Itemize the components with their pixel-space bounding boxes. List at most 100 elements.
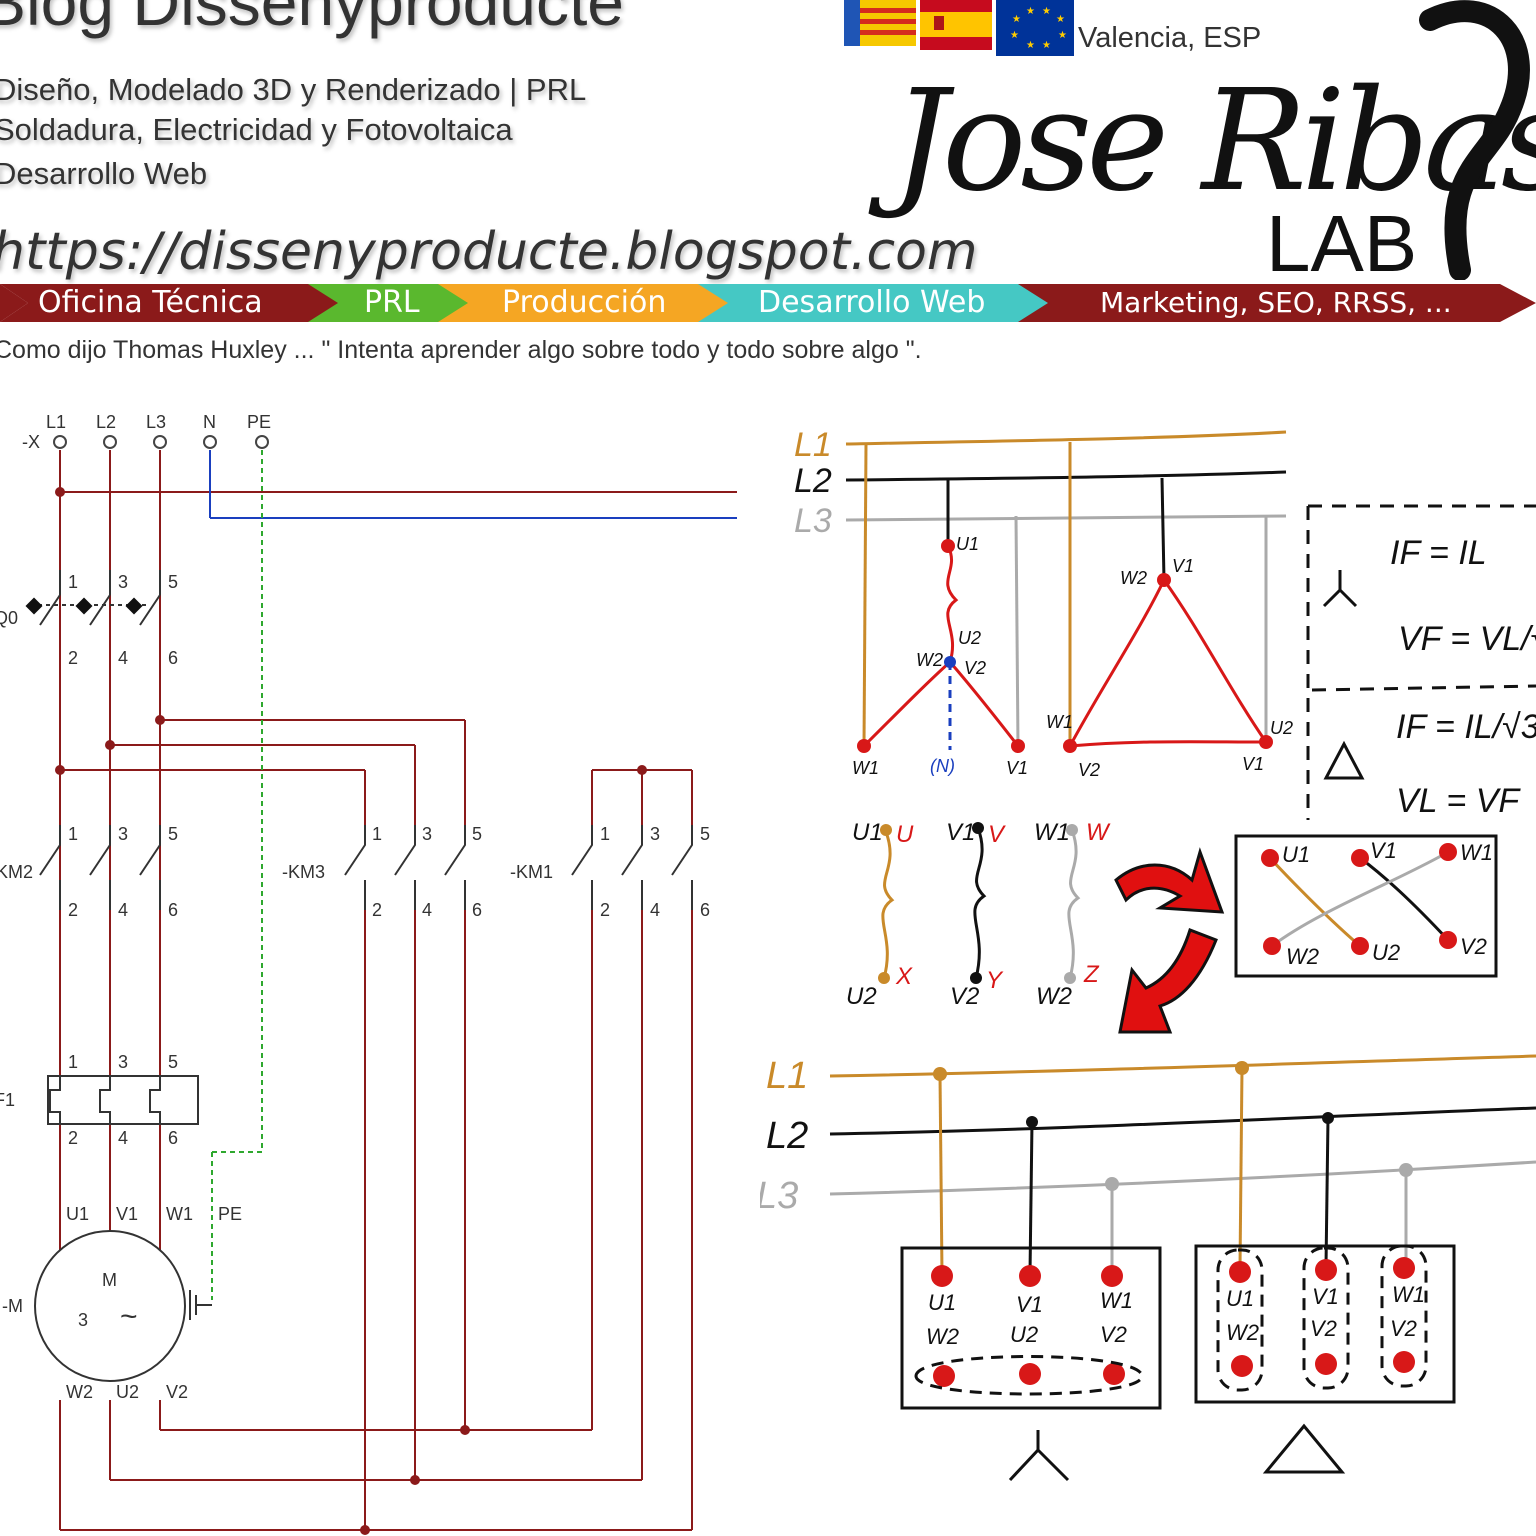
nav-arrow-desarrollo <box>698 284 1050 322</box>
svg-text:Z: Z <box>1083 961 1100 988</box>
svg-text:★: ★ <box>1010 30 1019 41</box>
svg-text:3: 3 <box>118 572 128 592</box>
subtitle-line-2: Soldadura, Electricidad y Fotovoltaica <box>0 112 513 147</box>
relay-tag: F1 <box>0 1090 15 1110</box>
svg-text:5: 5 <box>168 1052 178 1072</box>
svg-text:1: 1 <box>68 572 78 592</box>
svg-text:L1: L1 <box>766 1055 808 1097</box>
svg-text:V2: V2 <box>950 983 979 1010</box>
logo-lab: LAB <box>1266 199 1418 288</box>
svg-text:4: 4 <box>118 648 128 668</box>
svg-text:1: 1 <box>372 824 382 844</box>
valencia-flag-icon <box>844 0 916 46</box>
contactor-km1: -KM1 <box>510 862 553 882</box>
svg-text:V1: V1 <box>1016 1292 1043 1317</box>
blog-title: Blog Dissenyproducte <box>0 0 625 39</box>
svg-text:V2: V2 <box>166 1382 188 1402</box>
svg-text:W: W <box>1086 819 1111 846</box>
star-connection-icon <box>1008 1430 1070 1482</box>
svg-text:U1: U1 <box>1282 842 1310 867</box>
svg-text:3: 3 <box>78 1310 88 1330</box>
nav-item-marketing[interactable]: Marketing, SEO, RRSS, ... <box>1100 286 1452 319</box>
svg-text:3: 3 <box>118 1052 128 1072</box>
svg-text:★: ★ <box>1056 14 1065 25</box>
svg-text:6: 6 <box>168 648 178 668</box>
svg-text:★: ★ <box>1026 6 1035 17</box>
delta-connection-icon <box>1262 1423 1346 1474</box>
formula-delta-current: IF = IL/√3 <box>1396 708 1536 746</box>
svg-text:W1: W1 <box>166 1204 193 1224</box>
terminal-label-l2: L2 <box>96 412 116 432</box>
svg-text:X: X <box>895 963 913 990</box>
svg-text:6: 6 <box>168 900 178 920</box>
svg-text:U1: U1 <box>1226 1286 1254 1311</box>
sketch-neutral: (N) <box>930 756 955 776</box>
svg-text:M: M <box>102 1270 117 1290</box>
svg-text:V1: V1 <box>116 1204 138 1224</box>
svg-text:3: 3 <box>650 824 660 844</box>
svg-text:U1: U1 <box>928 1290 956 1315</box>
svg-text:W1: W1 <box>852 758 879 778</box>
formula-delta-voltage: VL = VF <box>1396 782 1521 820</box>
svg-text:W1: W1 <box>1460 840 1493 865</box>
logo-signature: Jose Ribas <box>892 60 1536 223</box>
svg-text:2: 2 <box>68 1128 78 1148</box>
nav-item-desarrollo-web[interactable]: Desarrollo Web <box>758 285 986 320</box>
delta-symbol-icon <box>1323 740 1365 780</box>
contactor-km2: -KM2 <box>0 862 33 882</box>
svg-text:W2: W2 <box>916 650 943 670</box>
svg-text:V2: V2 <box>1078 760 1100 780</box>
svg-text:6: 6 <box>168 1128 178 1148</box>
svg-text:U: U <box>896 821 914 848</box>
svg-text:W1: W1 <box>1392 1282 1425 1307</box>
nav-arrow-prl <box>308 284 470 322</box>
terminal-label-pe: PE <box>247 412 271 432</box>
svg-text:U2: U2 <box>846 983 877 1010</box>
svg-text:L3: L3 <box>760 1175 798 1217</box>
nav-item-prl[interactable]: PRL <box>364 285 420 320</box>
blog-url[interactable]: https://dissenyproducte.blogspot.com <box>0 222 978 282</box>
sketch-line-l2: L2 <box>794 462 832 500</box>
svg-text:W1: W1 <box>1100 1288 1133 1313</box>
svg-text:★: ★ <box>1042 6 1051 17</box>
svg-text:5: 5 <box>700 824 710 844</box>
svg-text:4: 4 <box>422 900 432 920</box>
svg-text:6: 6 <box>472 900 482 920</box>
svg-text:V2: V2 <box>1100 1322 1127 1347</box>
svg-text:3: 3 <box>118 824 128 844</box>
star-symbol-icon <box>1322 570 1358 608</box>
nav-arrow-oficina <box>0 284 340 322</box>
star-terminal-box: U1 V1 W1 W2 U2 V2 <box>900 1246 1162 1482</box>
svg-text:V1: V1 <box>1242 754 1264 774</box>
terminal-label-l3: L3 <box>146 412 166 432</box>
star-delta-sketch: L1 L2 L3 U1 U2 W2 V2 W1 V1 (N) W2 V1 W1 … <box>760 426 1536 1482</box>
nav-arrow-produccion <box>438 284 730 322</box>
svg-text:V: V <box>988 821 1006 848</box>
svg-text:W2: W2 <box>1226 1320 1259 1345</box>
svg-text:4: 4 <box>650 900 660 920</box>
svg-text:★: ★ <box>1026 40 1035 51</box>
svg-text:U1: U1 <box>852 819 883 846</box>
svg-text:★: ★ <box>1058 30 1067 41</box>
nav-bar <box>0 284 1536 322</box>
subtitle-line-1: Diseño, Modelado 3D y Renderizado | PRL <box>0 72 587 107</box>
eu-flag-icon: ★★★ ★★★ ★★ <box>996 0 1074 56</box>
flags-icon: ★★★ ★★★ ★★ <box>844 0 1074 56</box>
svg-text:V1: V1 <box>1370 838 1397 863</box>
spain-flag-icon <box>920 0 992 50</box>
svg-text:4: 4 <box>118 900 128 920</box>
svg-text:~: ~ <box>120 1300 138 1333</box>
nav-item-oficina-tecnica[interactable]: Oficina Técnica <box>38 285 263 320</box>
svg-text:2: 2 <box>68 648 78 668</box>
contactor-km3: -KM3 <box>282 862 325 882</box>
sketch-line-l1: L1 <box>794 426 832 464</box>
subtitle-line-3: Desarrollo Web <box>0 156 208 191</box>
location-text: Valencia, ESP <box>1078 22 1262 54</box>
svg-text:W2: W2 <box>926 1324 959 1349</box>
svg-text:1: 1 <box>68 1052 78 1072</box>
svg-text:U2: U2 <box>1010 1322 1038 1347</box>
nav-arrow-marketing <box>1018 284 1536 322</box>
nav-item-produccion[interactable]: Producción <box>502 285 667 320</box>
svg-text:V2: V2 <box>964 658 986 678</box>
logo-swoosh-icon <box>1419 0 1530 280</box>
